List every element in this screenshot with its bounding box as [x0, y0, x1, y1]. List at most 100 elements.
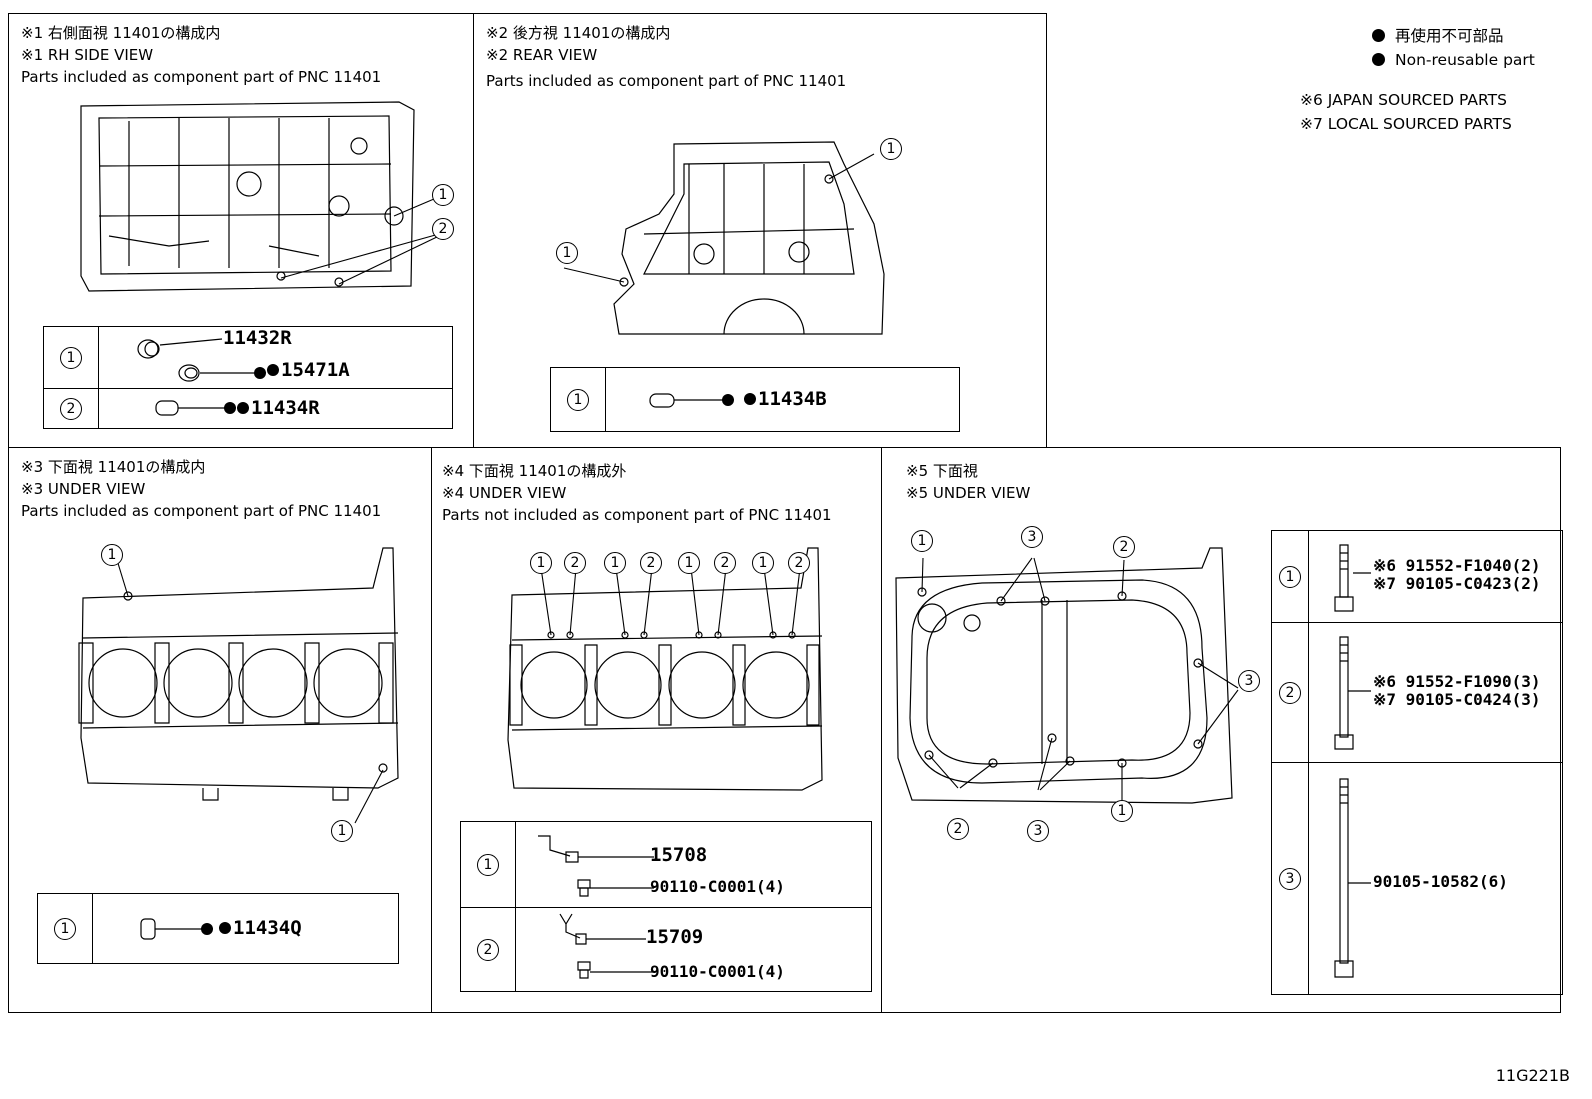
part-number[interactable]: ※6 91552-F1090(3) — [1373, 672, 1541, 691]
panel-under-view-4: ※4 下面視 11401の構成外 ※4 UNDER VIEW Parts not… — [431, 447, 883, 1013]
panel2-header: ※2 後方視 11401の構成内 ※2 REAR VIEW Parts incl… — [486, 22, 846, 92]
panel5-callout-2-bottom: 2 — [947, 818, 969, 840]
nonreusable-dot-icon — [1372, 29, 1385, 42]
dowel-pin-icon — [154, 397, 236, 421]
nonreusable-dot-icon — [1372, 53, 1385, 66]
panel-under-view-5: ※5 下面視 ※5 UNDER VIEW 1 3 2 3 2 3 1 — [881, 447, 1563, 1013]
panel3-title-en: ※3 UNDER VIEW — [21, 480, 146, 498]
panel1-title-en: ※1 RH SIDE VIEW — [21, 46, 154, 64]
panel2-parts-table: 1 11434B — [550, 367, 960, 432]
table-row: 1 11434Q — [37, 893, 399, 964]
panel3-subtitle: Parts included as component part of PNC … — [21, 502, 382, 520]
legend: 再使用不可部品 Non-reusable part — [1372, 24, 1535, 72]
dowel-pin-icon — [648, 390, 734, 414]
panel2-callout-1-top: 1 — [880, 138, 902, 160]
row-number: 2 — [1279, 681, 1301, 704]
panel1-header: ※1 右側面視 11401の構成内 ※1 RH SIDE VIEW Parts … — [21, 22, 381, 88]
rh-side-view-diagram — [69, 96, 469, 306]
legend-japan-sourced: ※6 JAPAN SOURCED PARTS — [1300, 91, 1507, 109]
oil-jet-icon — [556, 912, 676, 984]
panel5-callout-3-top: 3 — [1021, 526, 1043, 548]
panel5-callout-2-top: 2 — [1113, 536, 1135, 558]
panel1-callout-2: 2 — [432, 218, 454, 240]
part-number[interactable]: ※7 90105-C0423(2) — [1373, 574, 1541, 593]
nonreusable-dot-icon — [744, 393, 756, 405]
panel4-callout: 2 — [564, 552, 586, 574]
legend-nonreusable-jp: 再使用不可部品 — [1372, 24, 1535, 48]
part-number[interactable]: 11434B — [744, 388, 827, 410]
part-number[interactable]: 15709 — [646, 926, 704, 948]
panel-rear-view: ※2 後方視 11401の構成内 ※2 REAR VIEW Parts incl… — [473, 13, 1047, 449]
part-number[interactable]: ※6 91552-F1040(2) — [1373, 556, 1541, 575]
table-row: 2 11434R — [43, 388, 453, 429]
part-number[interactable]: 11432R — [223, 327, 292, 349]
panel4-parts-table: 1 15708 90110-C0001(4) 2 — [460, 821, 872, 992]
panel1-title-jp: ※1 右側面視 11401の構成内 — [21, 24, 221, 42]
part-number[interactable]: 90110-C0001(4) — [650, 962, 785, 981]
panel2-title-en: ※2 REAR VIEW — [486, 46, 598, 64]
panel5-parts-table: 1 ※6 91552-F1040(2) ※7 90105-C0423(2) 2 — [1271, 530, 1563, 995]
nonreusable-dot-icon — [219, 922, 231, 934]
row-number: 1 — [477, 853, 499, 876]
bolt-icon — [1333, 635, 1393, 755]
table-row: 2 ※6 91552-F1090(3) ※7 90105-C0424(3) — [1271, 622, 1563, 763]
panel4-callout: 2 — [788, 552, 810, 574]
dowel-pin-icon — [139, 916, 213, 944]
row-number: 3 — [1279, 867, 1301, 890]
panel3-callout-1-top: 1 — [101, 544, 123, 566]
part-number[interactable]: ※7 90105-C0424(3) — [1373, 690, 1541, 709]
part-number[interactable]: 90110-C0001(4) — [650, 877, 785, 896]
panel4-callout: 2 — [714, 552, 736, 574]
legend-sources: ※6 JAPAN SOURCED PARTS ※7 LOCAL SOURCED … — [1300, 88, 1512, 136]
panel4-callout: 1 — [678, 552, 700, 574]
part-number[interactable]: 90105-10582(6) — [1373, 872, 1508, 891]
table-row: 1 11434B — [550, 367, 960, 432]
panel4-header: ※4 下面視 11401の構成外 ※4 UNDER VIEW Parts not… — [442, 460, 832, 526]
part-number[interactable]: 11434Q — [219, 917, 302, 939]
panel4-title-jp: ※4 下面視 11401の構成外 — [442, 462, 627, 480]
row-number: 2 — [477, 938, 499, 961]
panel2-subtitle: Parts included as component part of PNC … — [486, 72, 847, 90]
panel4-callout: 1 — [752, 552, 774, 574]
panel3-callout-1-bottom: 1 — [331, 820, 353, 842]
part-number[interactable]: 15708 — [650, 844, 708, 866]
panel-rh-side-view: ※1 右側面視 11401の構成内 ※1 RH SIDE VIEW Parts … — [8, 13, 475, 449]
panel1-subtitle: Parts included as component part of PNC … — [21, 68, 382, 86]
panel-under-view-3: ※3 下面視 11401の構成内 ※3 UNDER VIEW Parts inc… — [8, 447, 433, 1013]
under-view-5-diagram — [892, 538, 1252, 818]
table-row: 1 ※6 91552-F1040(2) ※7 90105-C0423(2) — [1271, 530, 1563, 623]
row-number: 1 — [54, 917, 76, 940]
panel1-parts-table: 1 11432R 15471A 2 — [43, 326, 453, 429]
panel5-callout-1-top: 1 — [911, 530, 933, 552]
panel5-callout-1-bottom: 1 — [1111, 800, 1133, 822]
table-row: 3 90105-10582(6) — [1271, 762, 1563, 995]
panel4-callout: 2 — [640, 552, 662, 574]
row-number: 2 — [60, 397, 82, 420]
panel4-subtitle: Parts not included as component part of … — [442, 506, 832, 524]
bolt-icon — [1333, 543, 1393, 615]
table-row: 1 11432R 15471A — [43, 326, 453, 389]
plug-icon — [134, 333, 266, 383]
panel3-title-jp: ※3 下面視 11401の構成内 — [21, 458, 206, 476]
part-number[interactable]: 11434R — [237, 397, 320, 419]
panel4-title-en: ※4 UNDER VIEW — [442, 484, 567, 502]
panel4-callout: 1 — [530, 552, 552, 574]
panel5-title-jp: ※5 下面視 — [906, 462, 978, 480]
nonreusable-dot-icon — [237, 402, 249, 414]
panel4-callout: 1 — [604, 552, 626, 574]
row-number: 1 — [1279, 565, 1301, 588]
panel3-header: ※3 下面視 11401の構成内 ※3 UNDER VIEW Parts inc… — [21, 456, 381, 522]
table-row: 2 15709 90110-C0001(4) — [460, 907, 872, 992]
panel2-title-jp: ※2 後方視 11401の構成内 — [486, 24, 671, 42]
panel3-parts-table: 1 11434Q — [37, 893, 399, 964]
part-number[interactable]: 15471A — [267, 359, 350, 381]
panel5-callout-3-right: 3 — [1238, 670, 1260, 692]
oil-jet-icon — [534, 832, 664, 902]
diagram-code: 11G221B — [1495, 1066, 1570, 1085]
under-view-4-diagram — [496, 540, 836, 810]
legend-nonreusable-en: Non-reusable part — [1372, 48, 1535, 72]
panel1-callout-1: 1 — [432, 184, 454, 206]
row-number: 1 — [567, 388, 589, 411]
row-number: 1 — [60, 346, 82, 369]
legend-local-sourced: ※7 LOCAL SOURCED PARTS — [1300, 115, 1512, 133]
